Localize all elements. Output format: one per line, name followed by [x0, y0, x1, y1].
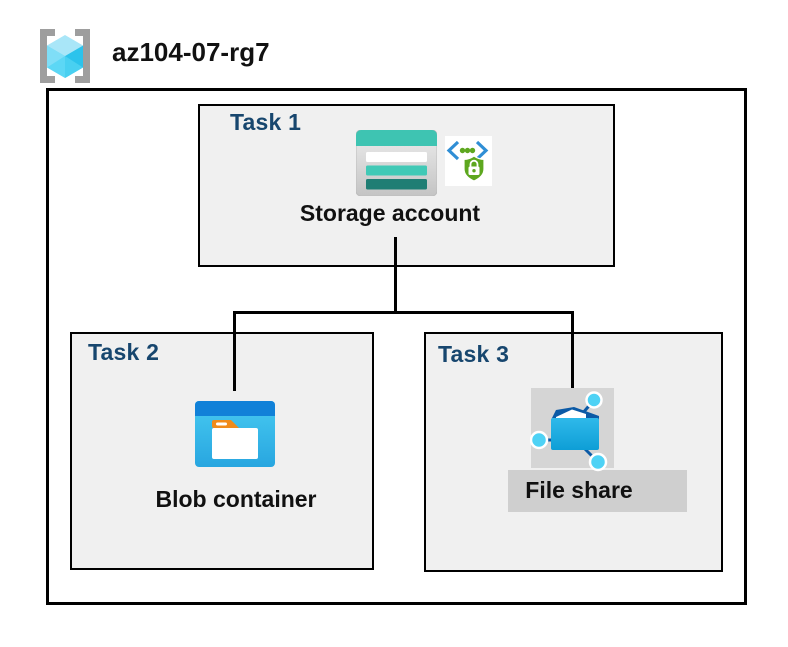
blob-container-label: Blob container [155, 486, 317, 512]
resource-group-name: az104-07-rg7 [112, 37, 270, 67]
connector-horizontal [233, 311, 574, 314]
task2-label: Task 2 [88, 339, 160, 365]
blob-container-icon [195, 401, 275, 467]
file-share-label: File share [525, 477, 633, 503]
storage-account-icon [356, 130, 437, 196]
connector-to-file-share [571, 311, 574, 389]
resource-group-icon [40, 29, 90, 83]
task3-label: Task 3 [438, 341, 510, 367]
secured-endpoint-icon [445, 136, 492, 186]
file-share-icon [530, 391, 608, 472]
connector-storage-stem [394, 237, 397, 313]
task1-label: Task 1 [230, 109, 302, 135]
storage-account-label: Storage account [299, 200, 481, 226]
file-share-label-band [508, 470, 687, 512]
connector-to-blob-container [233, 311, 236, 391]
